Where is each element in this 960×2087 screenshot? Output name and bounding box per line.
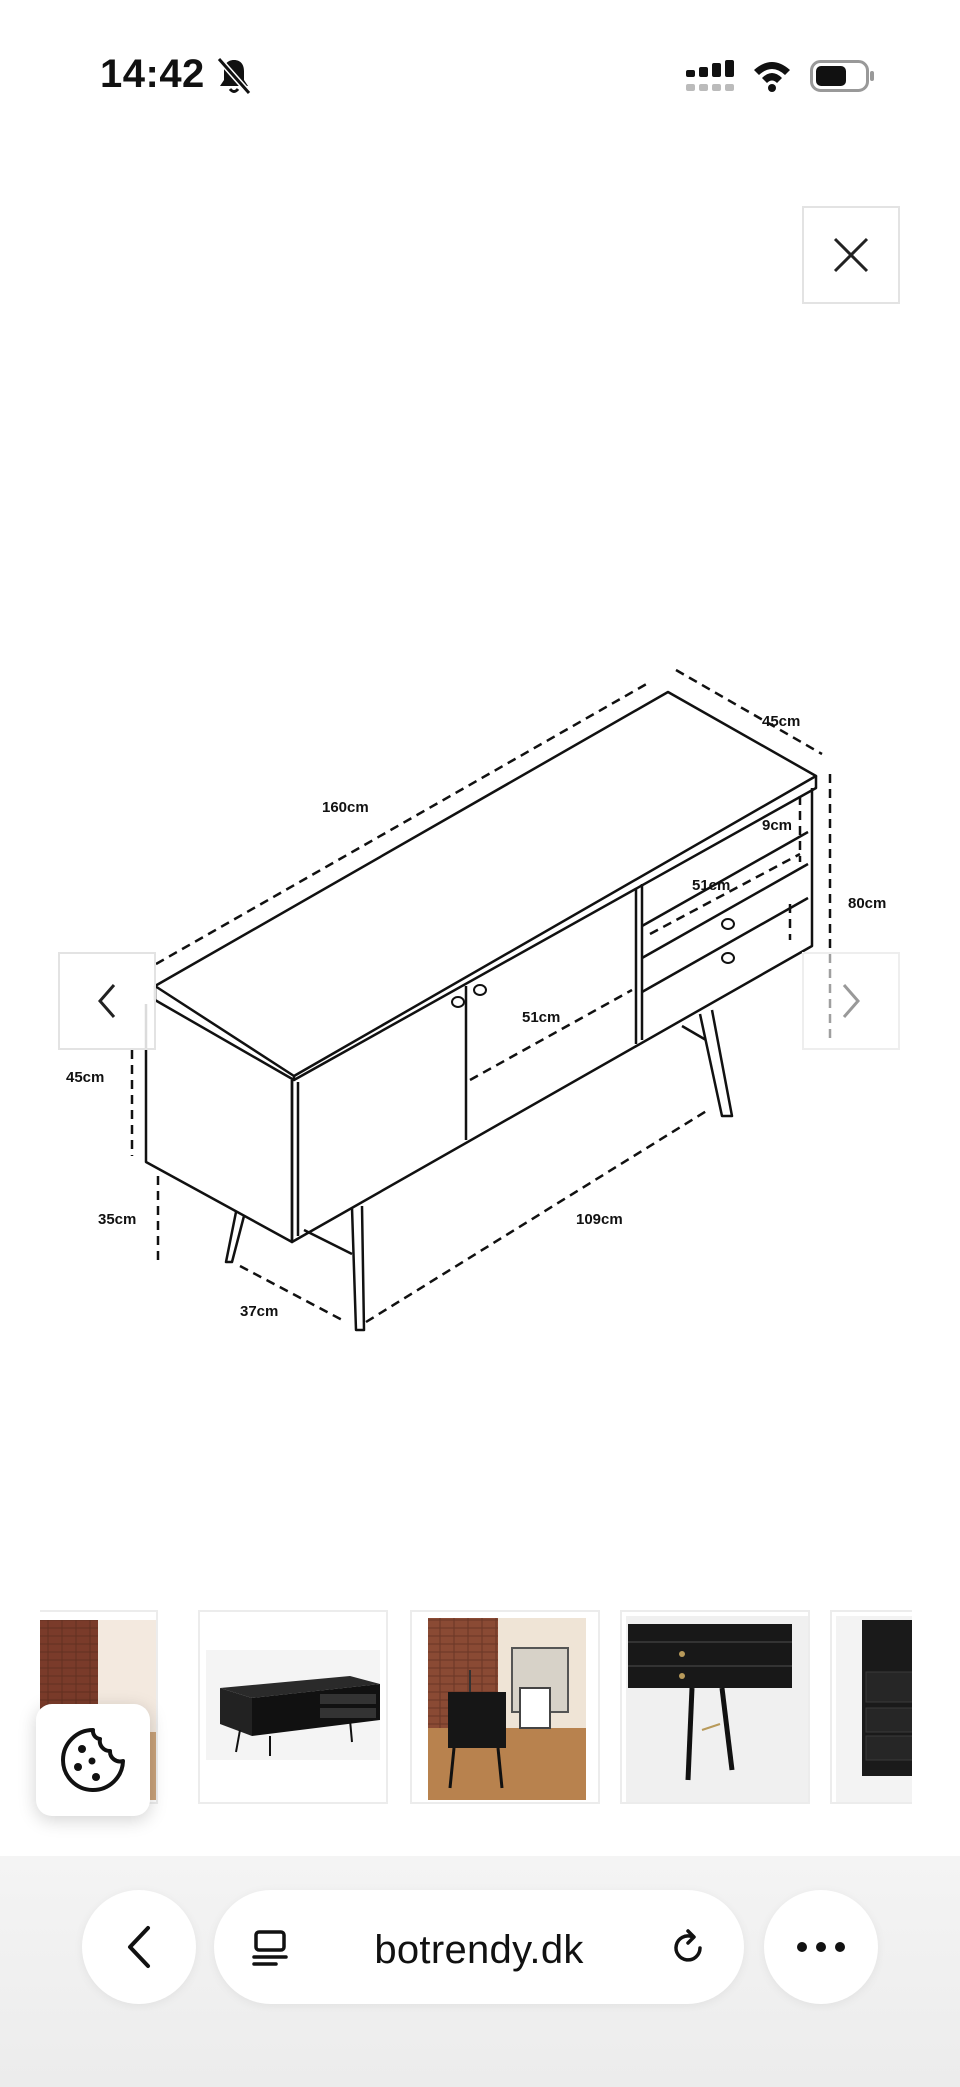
thumbnail-strip [40,1608,912,1806]
wifi-icon [754,62,790,92]
dim-label-leg-depth: 37cm [240,1303,278,1320]
status-bar: 14:42 [0,0,960,150]
dim-label-total-height: 80cm [848,895,886,912]
previous-image-button[interactable] [58,952,156,1050]
chevron-left-icon [128,1926,150,1968]
dim-label-drawer-width: 51cm [692,877,730,894]
chevron-left-icon [98,984,116,1018]
ellipsis-icon [797,1942,845,1952]
signal-icon [686,60,734,91]
product-dimension-diagram: 160cm 45cm 9cm 51cm 80cm 51cm 45cm 35cm … [66,668,886,1332]
dim-label-shelf-height: 9cm [762,817,792,834]
browser-toolbar: botrendy.dk [0,1856,960,2087]
status-time: 14:42 [100,52,205,96]
reload-icon[interactable] [666,1926,710,1970]
address-bar[interactable]: botrendy.dk [214,1890,744,2004]
dim-label-total-width: 160cm [322,799,369,816]
nightstand-closeup-thumbnail[interactable] [620,1610,810,1804]
url-text: botrendy.dk [374,1928,584,1972]
cookie-icon [61,1728,125,1792]
close-icon [833,237,869,273]
dim-label-leg-height: 35cm [98,1211,136,1228]
reader-icon[interactable] [250,1928,290,1968]
sideboard-detail-thumbnail[interactable] [830,1610,912,1804]
dim-label-leg-span: 109cm [576,1211,623,1228]
nightstand-room-thumbnail[interactable] [410,1610,600,1804]
next-image-button[interactable] [802,952,900,1050]
cookie-settings-button[interactable] [36,1704,150,1816]
dim-label-door-width: 51cm [522,1009,560,1026]
dim-label-body-height: 45cm [66,1069,104,1086]
battery-icon [810,60,874,92]
more-options-button[interactable] [764,1890,878,2004]
close-button[interactable] [802,206,900,304]
bell-slash-icon [216,57,252,95]
sideboard-black-thumbnail[interactable] [198,1610,388,1804]
dim-label-depth: 45cm [762,713,800,730]
chevron-right-icon [842,984,860,1018]
browser-back-button[interactable] [82,1890,196,2004]
